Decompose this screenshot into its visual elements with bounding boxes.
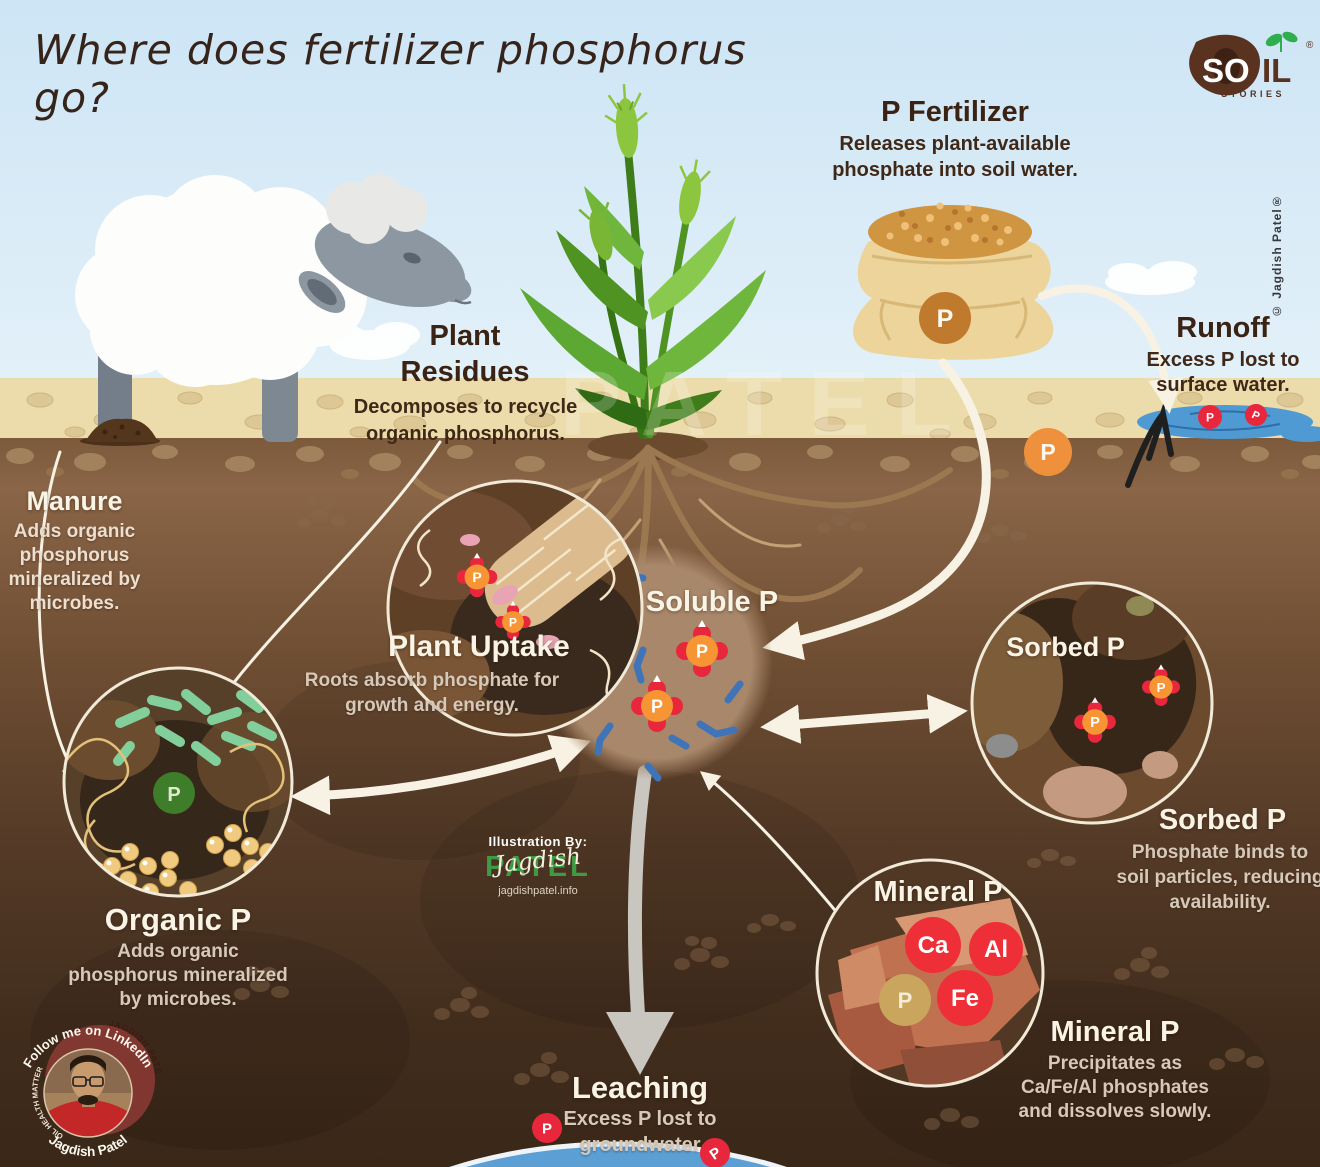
svg-text:P: P — [696, 642, 708, 662]
p-molecule: P — [631, 675, 683, 732]
plant-uptake-body: Roots absorb phosphate for growth and en… — [304, 670, 560, 716]
soil-stories-logo: SO IL ® STORIES — [1189, 31, 1314, 99]
svg-text:P: P — [167, 784, 180, 806]
leaching-body: Excess P lost to groundwater — [563, 1108, 717, 1156]
svg-text:P: P — [1040, 439, 1055, 465]
svg-text:®: ® — [1306, 40, 1314, 51]
illustration-credit: Illustration By: PATEL Jagdish jagdishpa… — [448, 834, 628, 897]
manure-heading: Manure — [26, 486, 123, 516]
soil-surface-p-marker: P — [1024, 428, 1072, 476]
mineral-p-marker: P — [879, 974, 931, 1026]
pond-p-marker: P — [1198, 405, 1222, 429]
leaching-p-marker: P — [532, 1113, 562, 1143]
mineral-p-circle: Ca Al Fe P — [815, 858, 1045, 1088]
wheat-ears — [578, 84, 711, 261]
background-watermark: PATEL — [560, 353, 978, 455]
copyright-note: © Jagdish Patel® — [1270, 193, 1284, 318]
mineral-p-circle-label: Mineral P — [873, 876, 1003, 908]
plant-uptake-heading: Plant Uptake — [388, 630, 570, 663]
arrow-bag-to-runoff — [1038, 284, 1184, 415]
green-microbes — [113, 689, 277, 766]
fertilizer-body: Releases plant-available phosphate into … — [832, 133, 1078, 181]
p-molecule: P — [1142, 664, 1180, 706]
svg-text:P: P — [1157, 680, 1166, 695]
soluble-p-label: Soluble P — [645, 586, 779, 618]
svg-text:P: P — [1250, 409, 1262, 423]
organic-p-body: Adds organic phosphorus mineralized by m… — [68, 941, 288, 1010]
sorbed-p-body: Phosphate binds to soil particles, reduc… — [1116, 842, 1320, 913]
p-molecule: P — [495, 600, 531, 640]
sorbed-p-circle-label: Sorbed P — [1006, 632, 1125, 662]
svg-text:STORIES: STORIES — [1221, 89, 1285, 99]
plant-residues-heading: Plant Residues — [400, 320, 530, 388]
bag-p-marker — [919, 292, 971, 344]
p-molecule: P — [676, 620, 728, 677]
sand-pebbles — [26, 391, 1304, 440]
svg-text:P: P — [1206, 411, 1214, 425]
arrow-manure-to-organic — [37, 450, 81, 783]
arrow-leaching-shaft — [627, 765, 652, 1022]
groundwater — [449, 1141, 787, 1167]
mineral-element-ca: Ca — [905, 917, 961, 973]
leaching-p-marker: P — [700, 1138, 730, 1167]
credit-name: PATEL Jagdish — [448, 844, 628, 887]
credit-prefix: Illustration By: — [488, 834, 588, 849]
mineral-p-body: Precipitates as Ca/Fe/Al phosphates and … — [1018, 1053, 1212, 1122]
svg-text:P: P — [1090, 715, 1100, 731]
sprout-icon — [1265, 31, 1298, 52]
credit-website-link[interactable]: jagdishpatel.info — [498, 885, 578, 897]
runoff-heading: Runoff — [1176, 312, 1270, 344]
svg-text:P: P — [898, 988, 913, 1013]
svg-text:Ca: Ca — [918, 932, 949, 959]
svg-text:IL: IL — [1262, 52, 1291, 89]
p-molecule: P — [456, 552, 498, 598]
arrow-leaching-head — [606, 1012, 674, 1075]
organic-p-marker: P — [153, 772, 195, 814]
plant-residues-body: Decomposes to recycle organic phosphorus… — [353, 396, 578, 445]
p-molecules: P P P P P P — [456, 552, 1180, 743]
manure-pile — [80, 418, 160, 446]
sheep-illustration — [75, 174, 472, 442]
runoff-body: Excess P lost to surface water. — [1146, 349, 1300, 396]
svg-text:SO: SO — [1202, 52, 1250, 89]
pond-p-marker: P — [1245, 404, 1267, 426]
arrow-soluble-sorbed — [760, 694, 968, 744]
page-title: Where does fertilizer phosphorus go? — [34, 26, 747, 122]
leaching-heading: Leaching — [571, 1070, 709, 1105]
organic-p-heading: Organic P — [104, 902, 252, 937]
manure-body: Adds organic phosphorus mineralized by m… — [8, 521, 141, 614]
credit-name-block: PATEL — [485, 851, 591, 883]
sorbed-p-heading: Sorbed P — [1158, 804, 1287, 836]
mineral-element-al: Al — [969, 922, 1023, 976]
plant-illustration — [520, 84, 766, 439]
svg-text:P: P — [651, 697, 663, 717]
fertilizer-bag: P — [853, 202, 1054, 360]
arrow-soluble-organic — [290, 734, 592, 816]
svg-text:Al: Al — [984, 936, 1008, 963]
svg-text:P: P — [472, 569, 481, 585]
svg-text:P: P — [509, 615, 517, 629]
arrow-fertilizer-to-soluble — [762, 358, 991, 661]
svg-text:Fe: Fe — [951, 985, 979, 1012]
organic-p-circle: P — [62, 666, 294, 898]
mineral-element-fe: Fe — [937, 970, 993, 1026]
mineral-p-heading: Mineral P — [1050, 1016, 1180, 1048]
svg-text:P: P — [542, 1121, 552, 1138]
svg-text:P: P — [937, 305, 954, 333]
p-molecule: P — [1074, 697, 1116, 743]
fertilizer-heading: P Fertilizer — [881, 96, 1029, 128]
